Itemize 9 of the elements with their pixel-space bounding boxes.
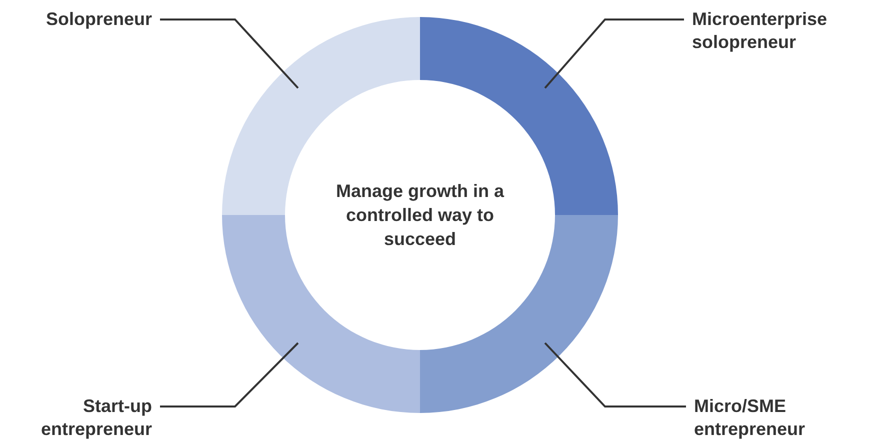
center-text: Manage growth in a controlled way to succeed [334,180,506,251]
segment-label: Microenterprise solopreneur [692,8,828,54]
segment-label: Solopreneur [46,8,152,31]
leader-line [160,342,299,408]
segment-label: Micro/SME entrepreneur [694,395,806,441]
leader-line [544,342,686,408]
leader-line [544,18,684,89]
leader-line [160,18,299,89]
segment-label: Start-up entrepreneur [40,395,152,441]
